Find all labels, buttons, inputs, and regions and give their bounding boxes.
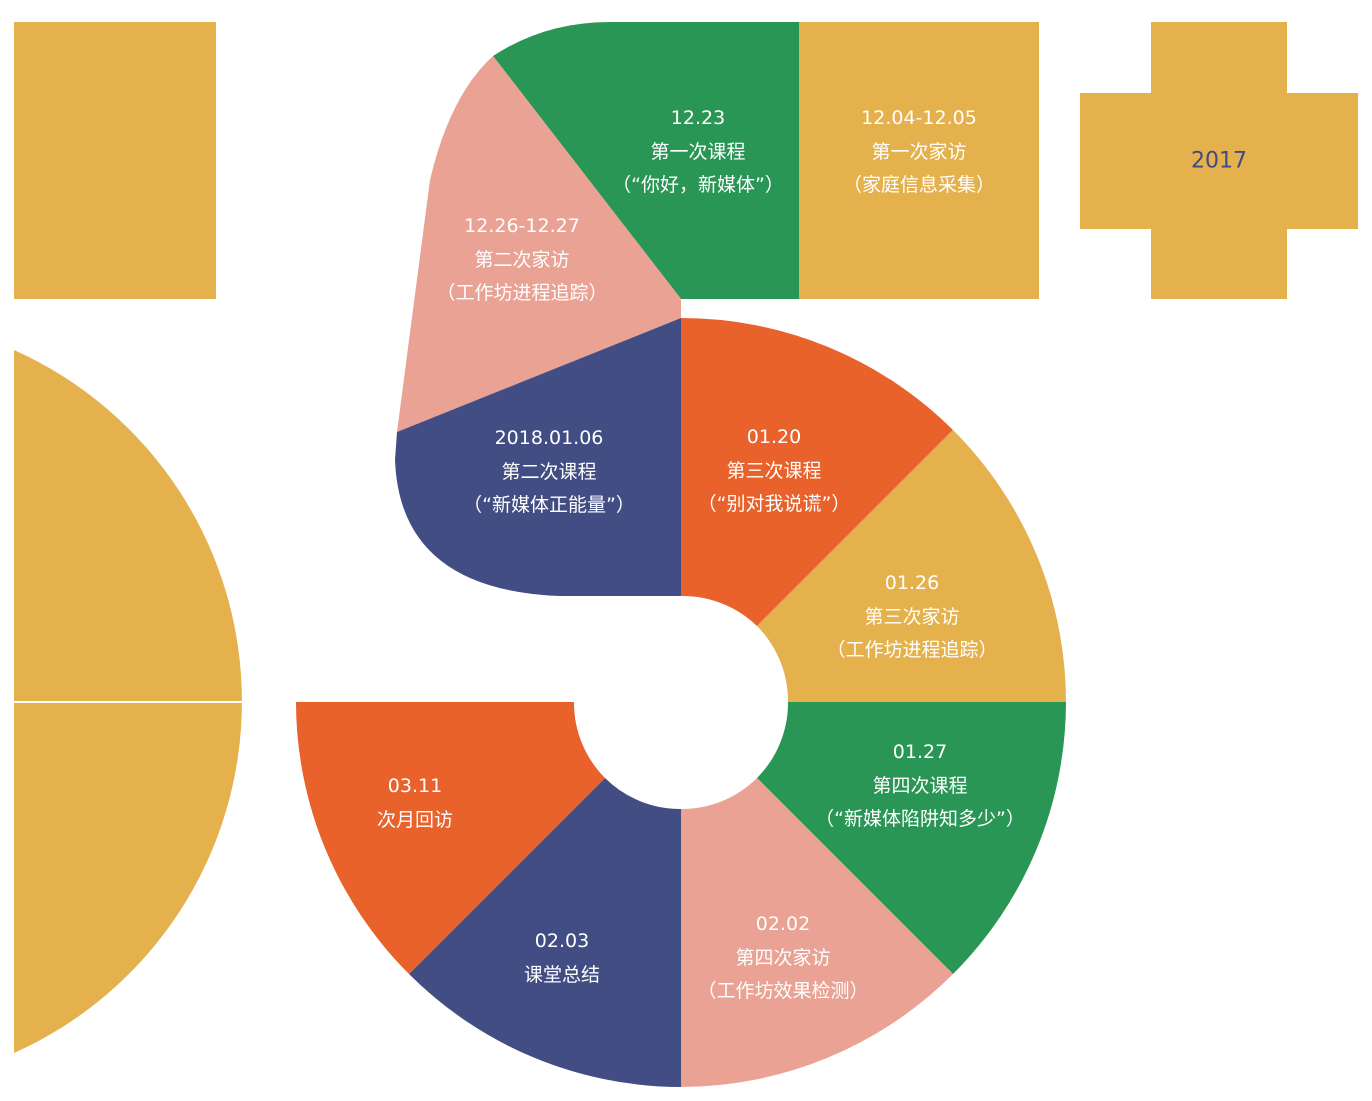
segment-shape-6 — [757, 430, 1066, 702]
segment-shape-7 — [757, 702, 1066, 974]
segment-note: （工作坊进程追踪） — [436, 282, 608, 304]
segment-10: 03.11 次月回访 — [377, 770, 453, 837]
segment-shape-1 — [493, 22, 799, 299]
segment-date: 12.04-12.05 — [861, 107, 977, 129]
segment-shape-5 — [681, 317, 953, 626]
segment-shape-2 — [799, 22, 1039, 299]
segment-note: （“别对我说谎”） — [697, 493, 851, 515]
segment-date: 02.02 — [755, 913, 811, 935]
segment-title: 课堂总结 — [523, 963, 601, 986]
segment-title: 第三次家访 — [864, 605, 960, 628]
segment-date: 03.11 — [387, 775, 443, 797]
segment-8: 02.02 第四次家访 （工作坊效果检测） — [697, 908, 868, 1009]
segment-title: 第一次课程 — [650, 140, 746, 163]
segment-note: （工作坊进程追踪） — [826, 639, 998, 661]
segment-title: 第四次家访 — [735, 946, 831, 969]
segment-note: （“新媒体陷阱知多少”） — [815, 808, 1025, 830]
segment-shape-3 — [397, 56, 681, 432]
segment-title: 第四次课程 — [872, 774, 968, 797]
segment-note: （“你好，新媒体”） — [612, 174, 784, 196]
segment-7: 01.27 第四次课程 （“新媒体陷阱知多少”） — [815, 736, 1025, 837]
segment-4: 2018.01.06 第二次课程 （“新媒体正能量”） — [463, 422, 635, 523]
segment-shape-9 — [409, 778, 681, 1087]
year-badge-label: 2017 — [1191, 148, 1247, 174]
segment-title: 第一次家访 — [871, 140, 967, 163]
segment-1: 12.23 第一次课程 （“你好，新媒体”） — [612, 102, 784, 203]
segment-shape-8 — [681, 778, 953, 1087]
segment-title: 次月回访 — [376, 808, 454, 831]
segment-date: 02.03 — [534, 930, 590, 952]
year-cross-shape — [1080, 22, 1358, 299]
segment-date: 01.20 — [746, 426, 802, 448]
segment-shape-4 — [395, 318, 681, 596]
segment-title: 第三次课程 — [726, 459, 822, 482]
segment-title: 第二次家访 — [474, 248, 570, 271]
segment-note: （“新媒体正能量”） — [463, 494, 635, 516]
segment-5: 01.20 第三次课程 （“别对我说谎”） — [698, 421, 851, 522]
segment-date: 12.26-12.27 — [464, 215, 580, 237]
segment-date: 01.26 — [884, 572, 940, 594]
segment-2: 12.04-12.05 第一次家访 （家庭信息采集） — [843, 102, 995, 203]
segment-date: 2018.01.06 — [494, 427, 604, 449]
segment-date: 01.27 — [892, 741, 948, 763]
segment-shape-10 — [296, 702, 605, 974]
segment-3: 12.26-12.27 第二次家访 （工作坊进程追踪） — [436, 210, 607, 311]
segment-title: 第二次课程 — [501, 460, 597, 483]
segment-note: （工作坊效果检测） — [697, 980, 869, 1002]
deco-rect — [14, 22, 216, 299]
segment-date: 12.23 — [670, 107, 726, 129]
segment-9: 02.03 课堂总结 — [524, 925, 600, 992]
segment-note: （家庭信息采集） — [842, 174, 996, 196]
segment-6: 01.26 第三次家访 （工作坊进程追踪） — [826, 567, 997, 668]
